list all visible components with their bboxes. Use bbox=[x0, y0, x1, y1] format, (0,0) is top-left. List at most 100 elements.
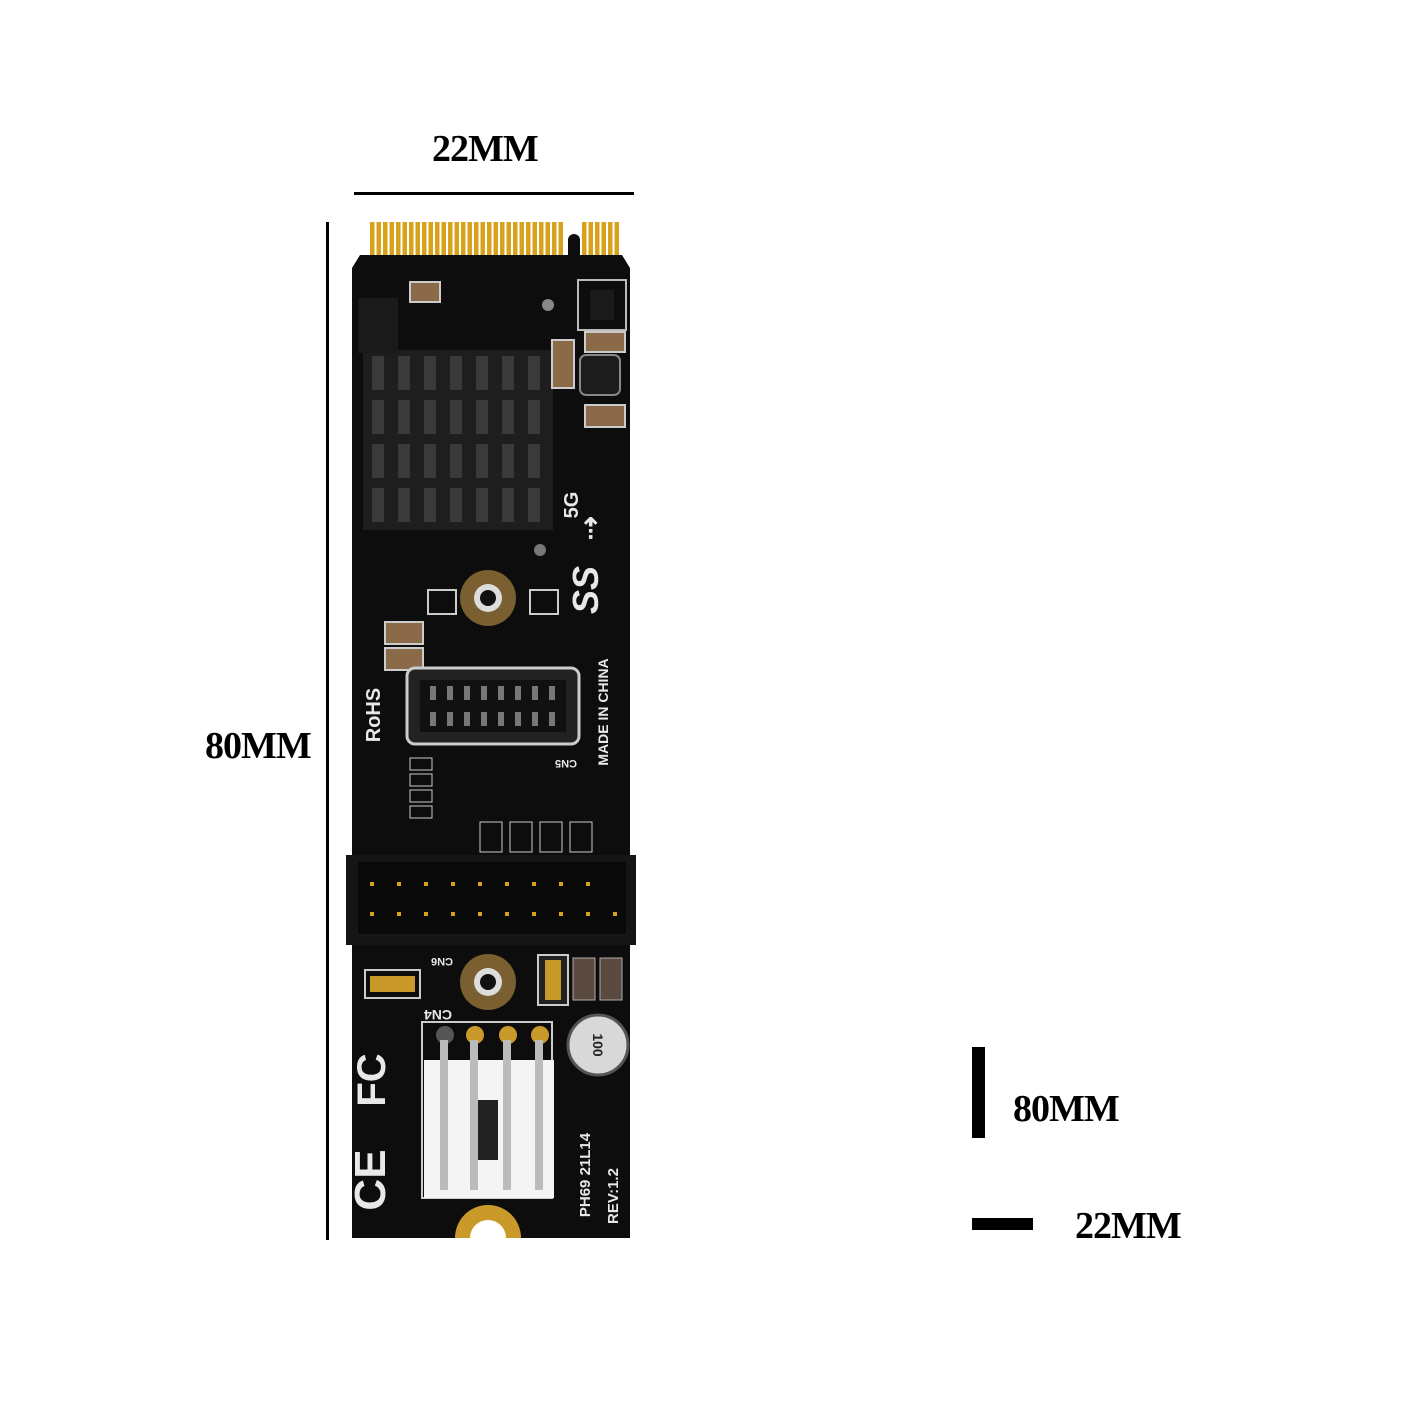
header-pin bbox=[586, 912, 590, 916]
smd-pad bbox=[409, 805, 433, 819]
gold-finger bbox=[454, 222, 459, 255]
heatsink-fin bbox=[424, 488, 436, 522]
capacitor-c48 bbox=[384, 621, 424, 645]
width-dimension-label: 22MM bbox=[432, 128, 539, 170]
heatsink-fin bbox=[528, 400, 540, 434]
legend-width-bar bbox=[972, 1218, 1033, 1230]
rohs-label: RoHS bbox=[363, 688, 385, 742]
gold-finger bbox=[519, 222, 524, 255]
gold-finger bbox=[441, 222, 446, 255]
cn4-label: CN4 bbox=[424, 1007, 452, 1023]
svg-text:100: 100 bbox=[590, 1033, 606, 1057]
smd-pad bbox=[509, 821, 533, 853]
header-pin bbox=[397, 882, 401, 886]
heatsink-fin bbox=[450, 444, 462, 478]
connector-pin bbox=[447, 712, 453, 726]
capacitor bbox=[584, 404, 626, 428]
gold-finger bbox=[474, 222, 479, 255]
inductor bbox=[579, 354, 621, 396]
gold-finger bbox=[402, 222, 407, 255]
heatsink-fin bbox=[450, 400, 462, 434]
electrolytic-capacitor: 100 bbox=[566, 1013, 630, 1077]
header-pin bbox=[478, 882, 482, 886]
length-dimension-label: 80MM bbox=[205, 725, 312, 767]
connector-pin bbox=[481, 686, 487, 700]
gold-finger bbox=[500, 222, 505, 255]
heatsink-fin bbox=[424, 400, 436, 434]
header-pin bbox=[370, 882, 374, 886]
gold-edge-connector bbox=[370, 222, 619, 255]
gold-finger bbox=[376, 222, 381, 255]
header-pin bbox=[370, 912, 374, 916]
capacitor bbox=[584, 331, 626, 353]
gold-finger bbox=[539, 222, 544, 255]
connector-pin bbox=[430, 712, 436, 726]
heatsink-fin bbox=[476, 444, 488, 478]
gold-finger bbox=[532, 222, 537, 255]
header-pin bbox=[532, 882, 536, 886]
heatsink-fin bbox=[502, 444, 514, 478]
legend-length-label: 80MM bbox=[1013, 1088, 1120, 1130]
smd-pad bbox=[479, 821, 503, 853]
width-dimension-line bbox=[354, 192, 634, 195]
heatsink-fin bbox=[502, 356, 514, 390]
connector-pin bbox=[447, 686, 453, 700]
gold-finger bbox=[487, 222, 492, 255]
gold-finger bbox=[558, 222, 563, 255]
fuse-f1 bbox=[364, 969, 421, 999]
gold-finger bbox=[608, 222, 613, 255]
heatsink-fin bbox=[372, 488, 384, 522]
header-pin bbox=[424, 882, 428, 886]
chip-u2 bbox=[358, 298, 398, 353]
capacitor bbox=[551, 339, 575, 389]
superspeed-logo: SS bbox=[565, 566, 606, 614]
heatsink-fin bbox=[450, 488, 462, 522]
connector-pin bbox=[515, 686, 521, 700]
heatsink-fin bbox=[450, 356, 462, 390]
gold-finger bbox=[370, 222, 375, 255]
header-pin bbox=[424, 912, 428, 916]
heatsink-fin bbox=[372, 400, 384, 434]
header-pin bbox=[397, 912, 401, 916]
heatsink-fin bbox=[372, 444, 384, 478]
gold-finger bbox=[588, 222, 593, 255]
heatsink-fin bbox=[398, 444, 410, 478]
gold-finger bbox=[513, 222, 518, 255]
mount-hole bbox=[460, 954, 516, 1010]
mount-half-hole bbox=[455, 1205, 521, 1238]
smd-pad bbox=[409, 773, 433, 787]
gold-finger bbox=[422, 222, 427, 255]
connector-pin bbox=[498, 686, 504, 700]
gold-finger bbox=[448, 222, 453, 255]
header-pin bbox=[505, 912, 509, 916]
model-label: PH69 21L14 bbox=[577, 1132, 594, 1217]
gold-finger bbox=[582, 222, 587, 255]
header-pin bbox=[532, 912, 536, 916]
heatsink-fin bbox=[476, 488, 488, 522]
gold-finger bbox=[480, 222, 485, 255]
header-pin bbox=[613, 912, 617, 916]
gold-finger bbox=[389, 222, 394, 255]
connector-pin bbox=[549, 712, 555, 726]
via bbox=[542, 299, 554, 311]
heatsink-fin bbox=[372, 356, 384, 390]
connector-pin bbox=[515, 712, 521, 726]
header-pin bbox=[559, 882, 563, 886]
heatsink-fin bbox=[502, 488, 514, 522]
gold-finger bbox=[461, 222, 466, 255]
chip-u3 bbox=[577, 279, 627, 331]
capacitor-c43 bbox=[409, 281, 441, 303]
gold-finger bbox=[614, 222, 619, 255]
gold-finger bbox=[396, 222, 401, 255]
heatsink-fin bbox=[398, 356, 410, 390]
gold-finger bbox=[428, 222, 433, 255]
gold-finger bbox=[545, 222, 550, 255]
connector-pin bbox=[481, 712, 487, 726]
gold-finger bbox=[435, 222, 440, 255]
via bbox=[534, 544, 546, 556]
gold-finger bbox=[467, 222, 472, 255]
connector-pin bbox=[464, 712, 470, 726]
made-in-china-label: MADE IN CHINA bbox=[595, 658, 611, 765]
length-dimension-line bbox=[326, 222, 329, 1240]
